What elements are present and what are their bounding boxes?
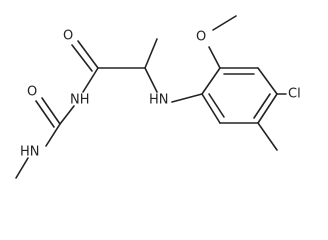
bond-c2-o2-b — [35, 100, 55, 128]
bond-nh-c2 — [59, 105, 75, 125]
bond-o-methoxy-me — [212, 15, 237, 31]
bond-ch-hnaryl — [144, 67, 158, 93]
bond-ring-o-methoxy — [208, 46, 221, 69]
atom-o-carbonyl: O — [63, 29, 73, 44]
atom-o-methoxy: O — [196, 30, 206, 45]
bond-c2-o2-a — [41, 97, 61, 125]
atom-cl: Cl — [288, 87, 301, 102]
ring-bond-4b — [253, 93, 271, 119]
atom-nh-imide: NH — [70, 93, 90, 108]
bond-c1-nh — [82, 67, 99, 93]
ring-bond-6 — [201, 93, 221, 124]
atom-hn-aryl: HN — [149, 93, 169, 108]
bond-hnaryl-ring — [171, 93, 203, 103]
atom-hn-methyl: HN — [20, 145, 40, 160]
bond-c2-hn — [45, 123, 61, 147]
bond-c1-o1-b — [71, 44, 93, 72]
atom-labels: O NH O HN HN O Cl — [20, 29, 301, 160]
bonds — [15, 15, 287, 179]
ring-bond-1 — [201, 67, 221, 95]
bond-c1-o1-a — [77, 40, 99, 69]
atom-o-urea: O — [27, 85, 37, 100]
ring-bond-3 — [257, 67, 278, 95]
bond-ring-me — [257, 122, 278, 151]
molecule-structure: O NH O HN HN O Cl — [15, 15, 301, 179]
bond-ch-me — [144, 38, 158, 69]
ring-bond-6b — [208, 93, 225, 118]
bond-hn-me — [15, 157, 29, 179]
ring-bond-4 — [257, 93, 278, 124]
